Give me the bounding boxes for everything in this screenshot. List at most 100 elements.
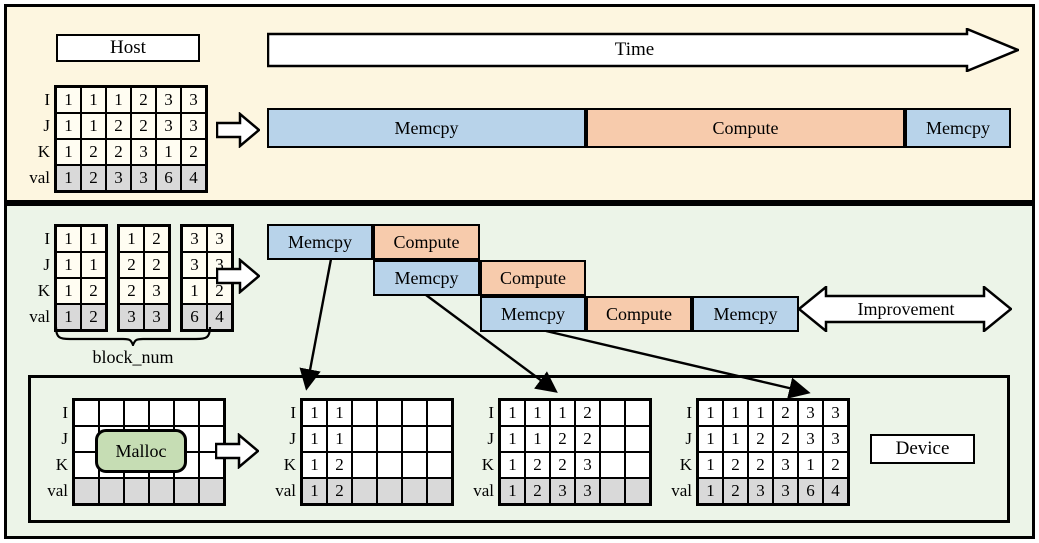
grid-column bbox=[402, 400, 427, 504]
device-label: Device bbox=[870, 434, 975, 464]
row-label-J: J bbox=[289, 429, 296, 448]
grid-cell: 2 bbox=[575, 400, 600, 426]
grid-cell: 3 bbox=[106, 165, 131, 191]
row-label-val: val bbox=[29, 307, 50, 326]
grid-cell: 1 bbox=[500, 452, 525, 478]
grid-cell bbox=[625, 452, 650, 478]
grid-cell bbox=[352, 400, 377, 426]
grid-cell: 1 bbox=[56, 139, 81, 165]
grid-cell: 2 bbox=[181, 139, 206, 165]
grid-cell: 3 bbox=[823, 400, 848, 426]
grid-cell: 2 bbox=[119, 252, 144, 278]
grid-cell: 1 bbox=[302, 426, 327, 452]
grid-cell: 2 bbox=[106, 139, 131, 165]
grid-cell: 3 bbox=[575, 452, 600, 478]
grid-cell: 3 bbox=[823, 426, 848, 452]
grid-cell: 1 bbox=[698, 452, 723, 478]
time-axis-arrow bbox=[267, 28, 1019, 72]
row-label-I: I bbox=[686, 403, 692, 422]
grid-cell bbox=[149, 400, 174, 426]
grid-cell: 3 bbox=[773, 478, 798, 504]
row-label-val: val bbox=[671, 481, 692, 500]
grid-cell: 1 bbox=[56, 304, 81, 330]
grid-column bbox=[352, 400, 377, 504]
grid-cell bbox=[402, 478, 427, 504]
grid-cell: 1 bbox=[723, 400, 748, 426]
grid-cell: 3 bbox=[131, 165, 156, 191]
grid-cell bbox=[625, 478, 650, 504]
grid-cell: 1 bbox=[550, 400, 575, 426]
row-label-I: I bbox=[44, 229, 50, 248]
grid-cell bbox=[174, 400, 199, 426]
row-label-val: val bbox=[47, 481, 68, 500]
mem3-row-labels: I J K val bbox=[664, 398, 692, 506]
grid-cell: 2 bbox=[525, 478, 550, 504]
host-bar-memcpy-2: Memcpy bbox=[905, 108, 1011, 148]
grid-cell: 3 bbox=[575, 478, 600, 504]
device-stream3-compute: Compute bbox=[586, 296, 692, 332]
grid-cell: 1 bbox=[56, 87, 81, 113]
mem2-row-labels: I J K val bbox=[466, 398, 494, 506]
block-separator bbox=[108, 224, 117, 332]
grid-cell: 3 bbox=[119, 304, 144, 330]
grid-cell: 1 bbox=[81, 113, 106, 139]
grid-cell: 2 bbox=[748, 426, 773, 452]
grid-cell: 1 bbox=[119, 226, 144, 252]
grid-column bbox=[625, 400, 650, 504]
grid-cell bbox=[625, 426, 650, 452]
device-stream3-memcpy-2: Memcpy bbox=[692, 296, 799, 332]
row-label-J: J bbox=[487, 429, 494, 448]
grid-cell: 3 bbox=[798, 426, 823, 452]
grid-cell: 3 bbox=[798, 400, 823, 426]
grid-cell bbox=[402, 400, 427, 426]
grid-cell: 3 bbox=[748, 478, 773, 504]
grid-cell: 2 bbox=[81, 278, 106, 304]
grid-column bbox=[600, 400, 625, 504]
grid-cell bbox=[99, 400, 124, 426]
grid-cell: 1 bbox=[106, 87, 131, 113]
grid-cell: 2 bbox=[327, 478, 352, 504]
grid-cell: 2 bbox=[81, 139, 106, 165]
grid-column bbox=[377, 400, 402, 504]
grid-cell: 3 bbox=[182, 226, 207, 252]
grid-cell: 1 bbox=[525, 400, 550, 426]
grid-cell bbox=[74, 400, 99, 426]
improvement-arrow-icon bbox=[798, 286, 1012, 332]
grid-cell: 2 bbox=[131, 113, 156, 139]
grid-cell bbox=[124, 400, 149, 426]
row-label-I: I bbox=[488, 403, 494, 422]
block-separator bbox=[171, 224, 180, 332]
mem0-row-labels: I J K val bbox=[40, 398, 68, 506]
row-label-val: val bbox=[473, 481, 494, 500]
grid-cell: 2 bbox=[144, 252, 169, 278]
grid-cell: 1 bbox=[56, 278, 81, 304]
grid-cell: 1 bbox=[327, 400, 352, 426]
grid-cell: 3 bbox=[144, 278, 169, 304]
grid-cell: 1 bbox=[182, 278, 207, 304]
grid-cell bbox=[427, 426, 452, 452]
grid-cell bbox=[149, 478, 174, 504]
grid-cell: 1 bbox=[500, 478, 525, 504]
row-label-K: K bbox=[37, 142, 50, 161]
device-stream1-compute: Compute bbox=[373, 224, 480, 260]
device-stream1-memcpy: Memcpy bbox=[267, 224, 373, 260]
